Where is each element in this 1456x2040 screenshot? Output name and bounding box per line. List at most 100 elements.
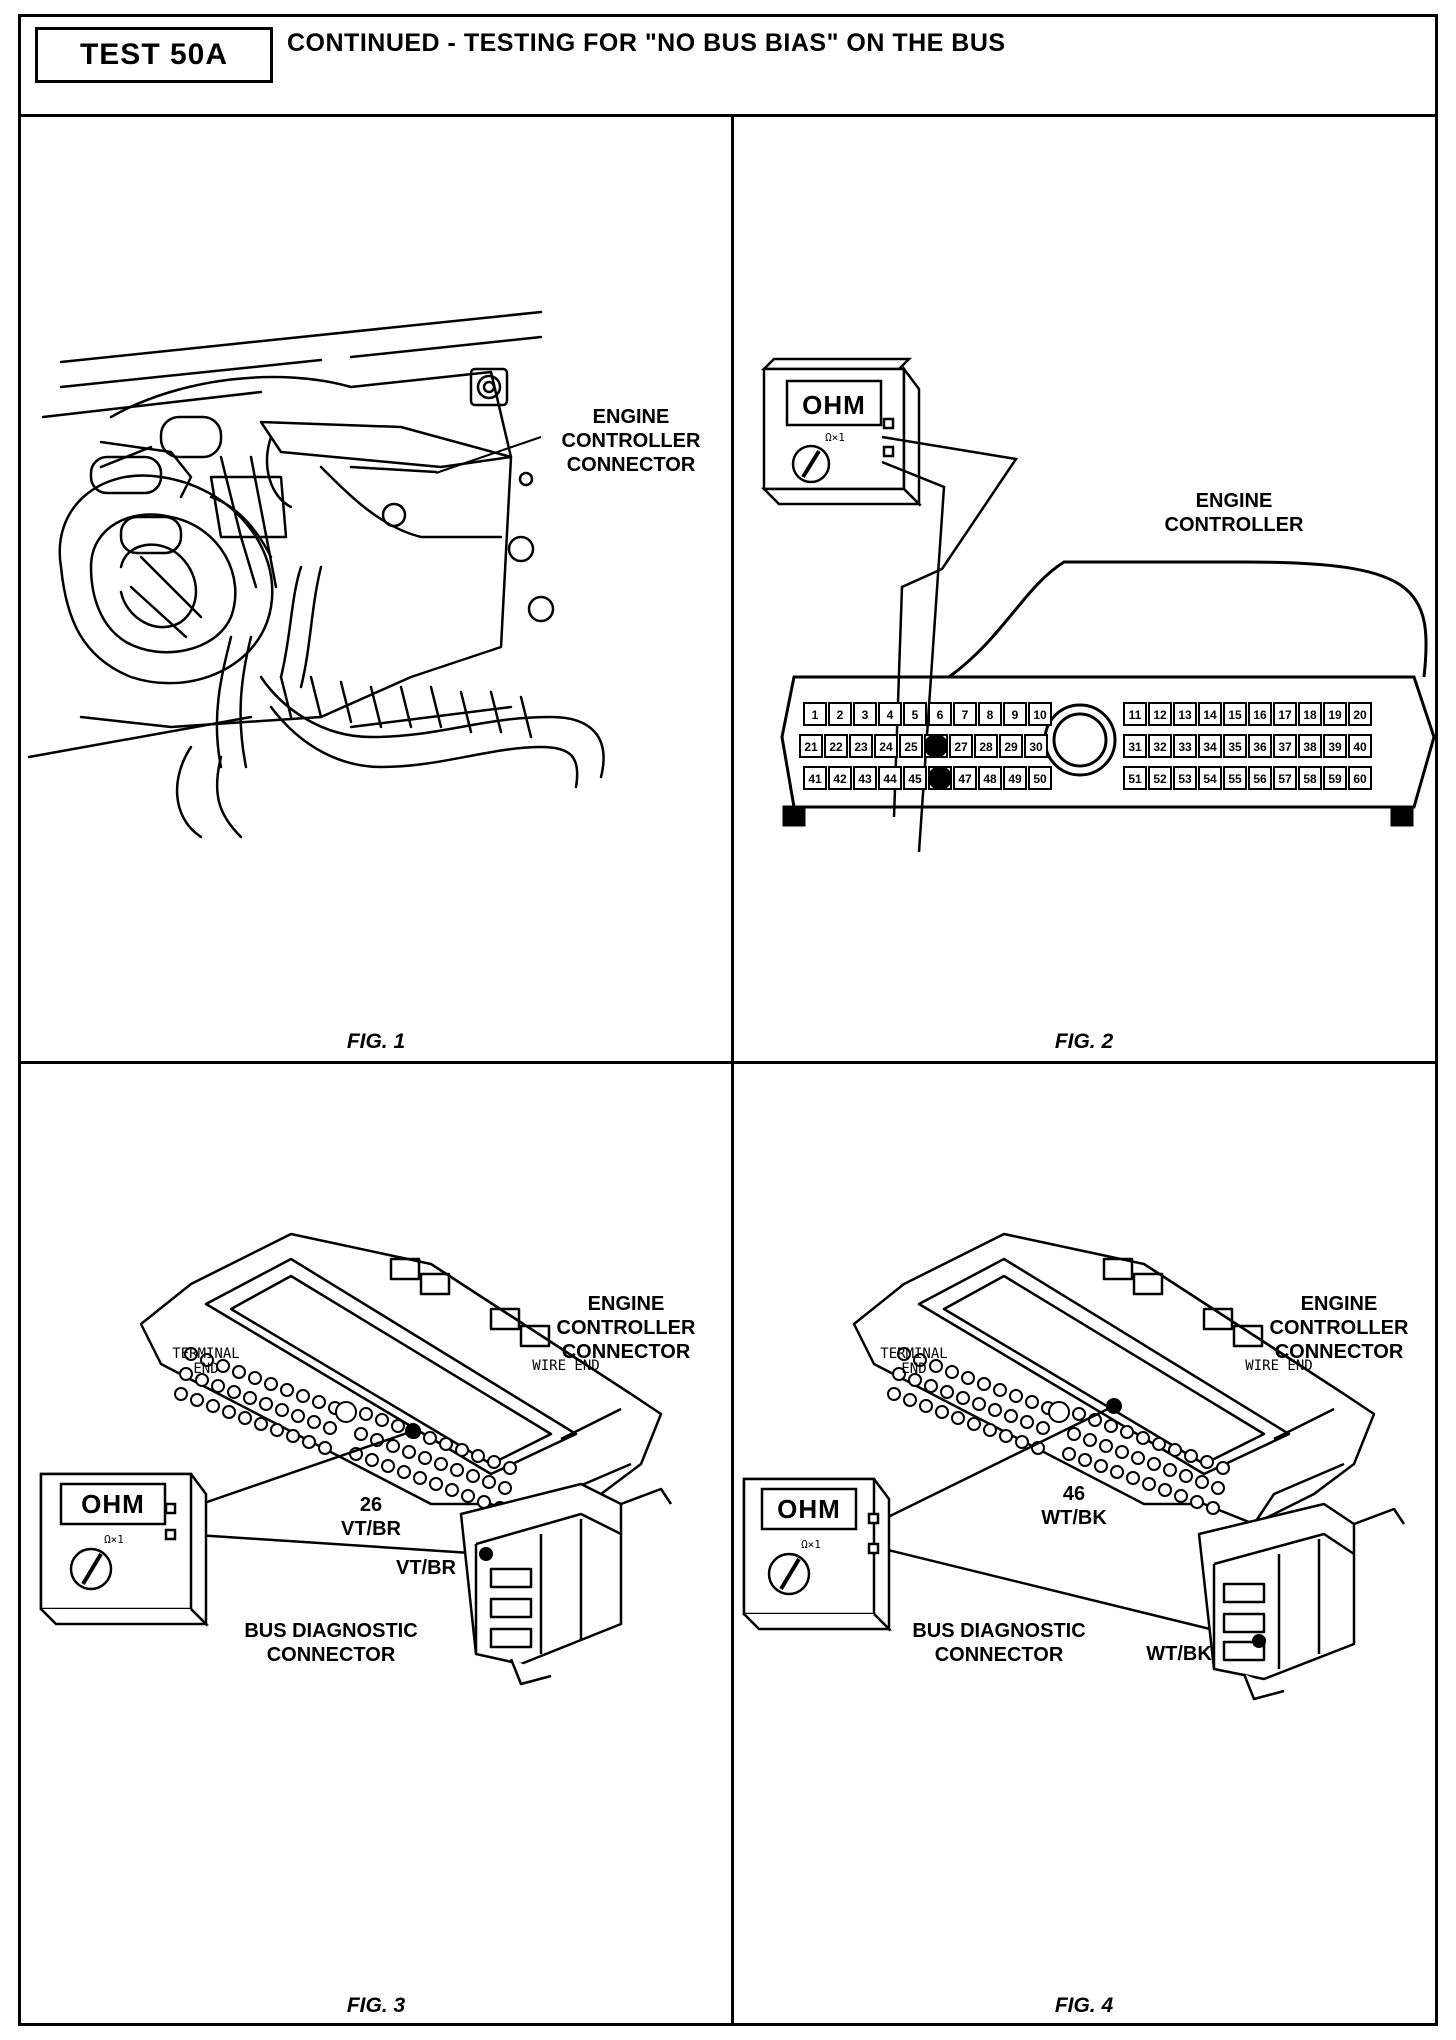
- connector-terminal: [951, 1411, 965, 1425]
- ohmmeter-fig2: [760, 357, 923, 508]
- pin-16-number: 16: [1253, 708, 1267, 722]
- pin-37-number: 37: [1278, 740, 1292, 754]
- connector-terminal: [1120, 1425, 1134, 1439]
- connector-terminal: [248, 1371, 262, 1385]
- pin-45-box: [903, 766, 927, 790]
- connector-terminal: [354, 1427, 368, 1441]
- pin-10-number: 10: [1033, 708, 1047, 722]
- connector-terminal: [1142, 1477, 1156, 1491]
- engine-controller-connector-label: ENGINE CONTROLLER CONNECTOR: [561, 406, 701, 476]
- pin-14-box: [1198, 702, 1222, 726]
- pin-11-box: [1123, 702, 1147, 726]
- pin-47-box: [953, 766, 977, 790]
- wire-end-label: WIRE END: [1245, 1358, 1313, 1374]
- pin-48-box: [978, 766, 1002, 790]
- connector-terminal: [312, 1395, 326, 1409]
- pin-33-number: 33: [1178, 740, 1192, 754]
- pin-53-number: 53: [1178, 772, 1192, 786]
- ohm-meter-display: OHM: [777, 1494, 841, 1524]
- connector-terminal: [1004, 1409, 1018, 1423]
- connector-terminal: [270, 1423, 284, 1437]
- connector-terminal: [897, 1347, 911, 1361]
- engine-controller-module: [780, 560, 1436, 827]
- pin-15-number: 15: [1228, 708, 1242, 722]
- pin-24-box: [874, 734, 898, 758]
- connector-terminal: [264, 1377, 278, 1391]
- figure-3-caption: FIG. 3: [346, 1994, 406, 2017]
- connector-terminal: [956, 1391, 970, 1405]
- connector-terminal: [1147, 1457, 1161, 1471]
- connector-terminal: [386, 1439, 400, 1453]
- pin-25-number: 25: [904, 740, 918, 754]
- page-title: CONTINUED - TESTING FOR "NO BUS BIAS" ON…: [287, 29, 1006, 57]
- pin-41-box: [803, 766, 827, 790]
- pin-58-box: [1298, 766, 1322, 790]
- connector-terminal: [1083, 1433, 1097, 1447]
- connector-terminal: [1211, 1481, 1225, 1495]
- connector-terminal: [1174, 1489, 1188, 1503]
- test-id: TEST 50A: [79, 38, 229, 71]
- connector-terminal: [200, 1353, 214, 1367]
- bus-diagnostic-connector-label: BUS DIAGNOSTIC CONNECTOR: [912, 1620, 1086, 1666]
- page-frame: TEST 50A CONTINUED - TESTING FOR "NO BUS…: [18, 14, 1438, 2026]
- connector-terminal: [1009, 1389, 1023, 1403]
- connector-terminal: [275, 1403, 289, 1417]
- connector-terminal: [238, 1411, 252, 1425]
- pin-43-number: 43: [858, 772, 872, 786]
- pin-30-number: 30: [1029, 740, 1043, 754]
- connector-terminal: [1115, 1445, 1129, 1459]
- pin-36-number: 36: [1253, 740, 1267, 754]
- pin-5-number: 5: [912, 708, 919, 722]
- pin-52-number: 52: [1153, 772, 1167, 786]
- pin-35-number: 35: [1228, 740, 1242, 754]
- connector-terminal: [307, 1415, 321, 1429]
- connector-terminal: [471, 1449, 485, 1463]
- connector-terminal: [892, 1367, 906, 1381]
- pin-20-number: 20: [1353, 708, 1367, 722]
- pin-41-number: 41: [808, 772, 822, 786]
- connector-terminal: [1152, 1437, 1166, 1451]
- connector-terminal: [945, 1365, 959, 1379]
- connector-terminal: [929, 1359, 943, 1373]
- pin-43-box: [853, 766, 877, 790]
- pin-22-box: [824, 734, 848, 758]
- connector-terminal: [402, 1445, 416, 1459]
- pin-9-number: 9: [1012, 708, 1019, 722]
- engine-controller-connector-label: ENGINE CONTROLLER CONNECTOR: [556, 1293, 696, 1363]
- pin-42-box: [828, 766, 852, 790]
- connector-terminal: [1072, 1407, 1086, 1421]
- pin-8-box: [978, 702, 1002, 726]
- connector-center-hole: [335, 1401, 357, 1423]
- connector-terminal: [429, 1477, 443, 1491]
- pin-2-number: 2: [837, 708, 844, 722]
- engine-controller-connector-label: ENGINE CONTROLLER CONNECTOR: [1269, 1293, 1409, 1363]
- pin-44-number: 44: [883, 772, 897, 786]
- connector-terminal: [439, 1437, 453, 1451]
- connector-terminal: [999, 1429, 1013, 1443]
- terminal-end-label: TERMINAL END: [880, 1346, 948, 1377]
- connector-terminal: [924, 1379, 938, 1393]
- connector-terminal: [466, 1469, 480, 1483]
- terminal-end-label: TERMINAL END: [172, 1346, 240, 1377]
- test-id-box: TEST 50A: [35, 27, 273, 83]
- connector-terminal: [391, 1419, 405, 1433]
- pin-45-number: 45: [908, 772, 922, 786]
- pin-51-number: 51: [1128, 772, 1142, 786]
- connector-terminal: [280, 1383, 294, 1397]
- pin-60-number: 60: [1353, 772, 1367, 786]
- connector-terminal: [302, 1435, 316, 1449]
- pin-35-box: [1223, 734, 1247, 758]
- pin-29-number: 29: [1004, 740, 1018, 754]
- connector-terminal: [222, 1405, 236, 1419]
- engine-controller-label: ENGINE CONTROLLER: [1164, 490, 1304, 536]
- connector-terminal: [359, 1407, 373, 1421]
- figure-4-panel: ENGINE CONTROLLER CONNECTOR TERMINAL END…: [734, 1064, 1441, 2023]
- pin-57-number: 57: [1278, 772, 1292, 786]
- pin-49-box: [1003, 766, 1027, 790]
- pin-4-number: 4: [887, 708, 894, 722]
- connector-terminal: [487, 1455, 501, 1469]
- pin-42-number: 42: [833, 772, 847, 786]
- figure-3-panel: ENGINE CONTROLLER CONNECTOR TERMINAL END…: [21, 1064, 731, 2023]
- bus-connector-probe: [1252, 1634, 1266, 1648]
- connector-terminal: [919, 1399, 933, 1413]
